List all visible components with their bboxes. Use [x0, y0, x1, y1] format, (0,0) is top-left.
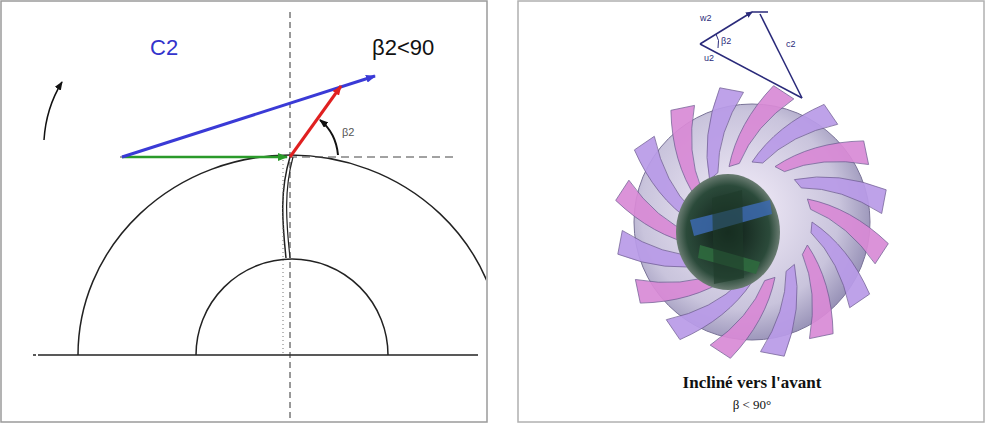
impeller-blade	[761, 264, 798, 356]
impeller-blade	[775, 141, 869, 172]
impeller-blade	[807, 199, 888, 264]
impeller-blade	[707, 88, 744, 180]
figure-caption: Incliné vers l'avant	[683, 374, 822, 393]
impeller-blade	[802, 245, 833, 339]
vector-label: β2	[721, 37, 731, 47]
vector-label: w2	[700, 14, 712, 24]
vector-label: C2	[150, 36, 178, 60]
vector-label: u2	[704, 54, 714, 64]
vector-label: β < 90°	[733, 398, 772, 412]
vector-label: c2	[786, 40, 796, 50]
impeller-blade	[794, 177, 886, 214]
impeller-blade	[671, 105, 702, 199]
vector-label: β2<90	[372, 36, 434, 60]
vector-label: β2	[342, 126, 354, 138]
